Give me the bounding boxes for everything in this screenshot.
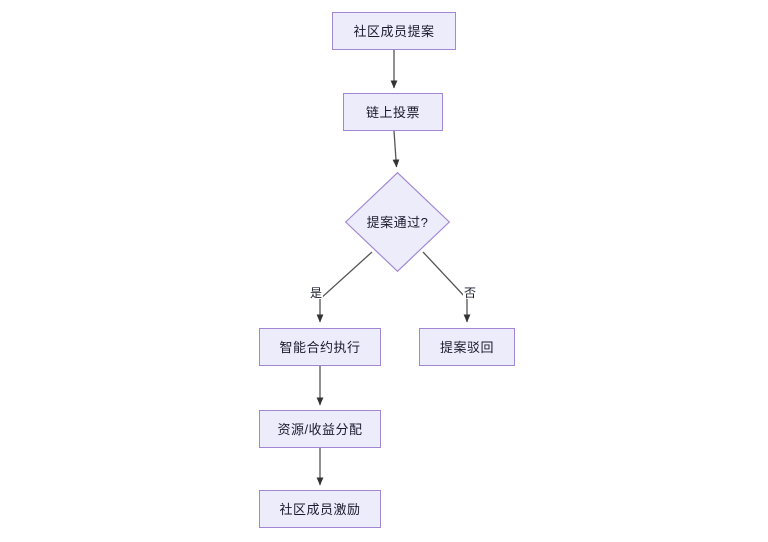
edge-label-yes: 是 — [309, 286, 324, 300]
edge-vote-to-decision — [392, 130, 400, 168]
node-smart-contract-execution[interactable]: 智能合约执行 — [259, 328, 381, 366]
node-onchain-voting[interactable]: 链上投票 — [343, 93, 443, 131]
node-label: 智能合约执行 — [279, 339, 361, 355]
node-proposal-passed-decision[interactable]: 提案通过? — [345, 172, 450, 272]
node-label: 社区成员提案 — [353, 23, 435, 39]
node-label: 提案驳回 — [439, 339, 494, 355]
edge-label-no: 否 — [463, 286, 478, 300]
node-label: 资源/收益分配 — [277, 421, 363, 437]
node-label: 链上投票 — [365, 104, 420, 120]
node-resource-revenue-allocation[interactable]: 资源/收益分配 — [259, 410, 381, 448]
diamond-shape — [345, 172, 450, 272]
node-label: 社区成员激励 — [279, 501, 361, 517]
node-proposal-rejected[interactable]: 提案驳回 — [419, 328, 515, 366]
node-community-member-incentive[interactable]: 社区成员激励 — [259, 490, 381, 528]
node-label: 提案通过? — [366, 214, 429, 230]
node-community-proposal[interactable]: 社区成员提案 — [332, 12, 456, 50]
